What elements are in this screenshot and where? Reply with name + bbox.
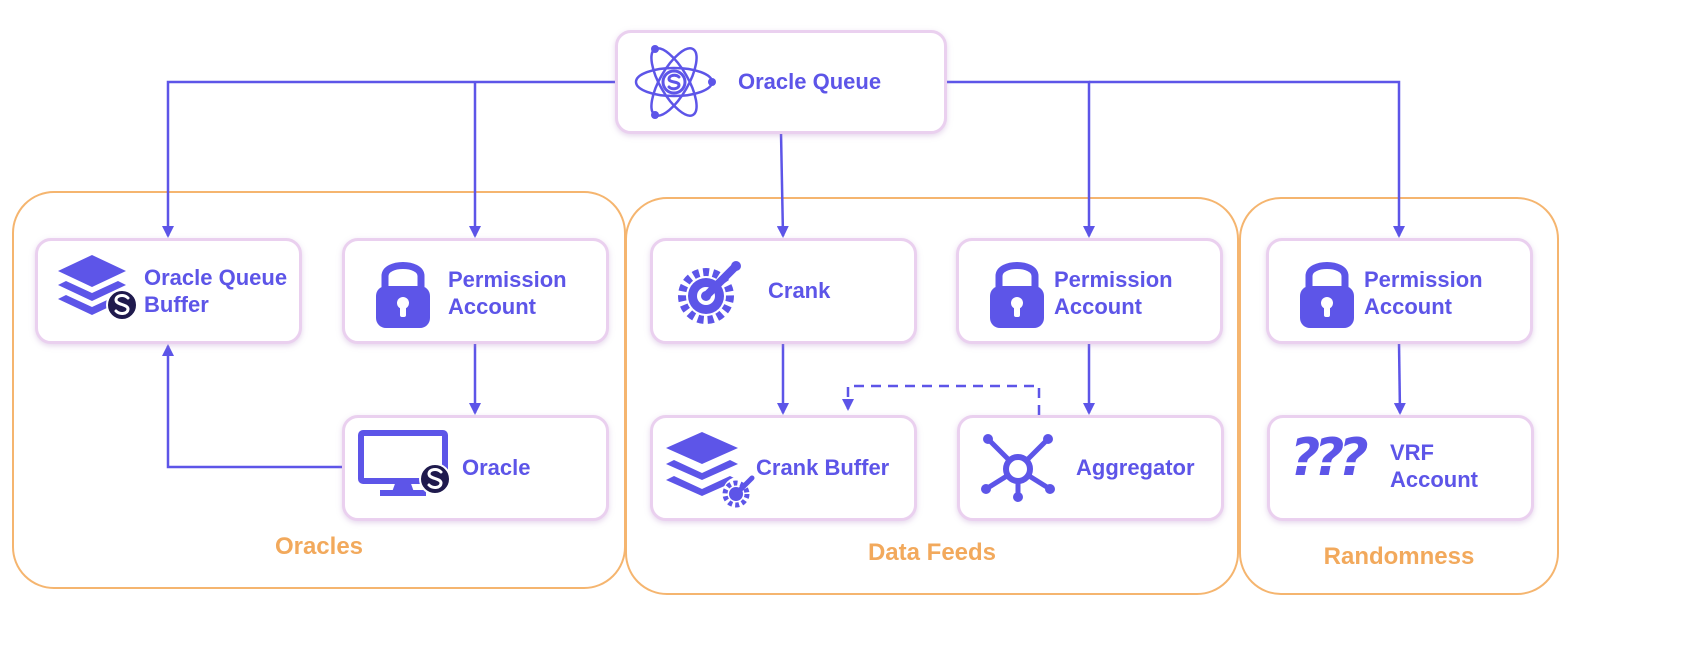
edge-aggregator-to-crank-buffer	[842, 384, 1041, 415]
permission-account-vrf-label-line2: Account	[1364, 294, 1452, 319]
crank-gear-icon	[722, 475, 755, 508]
oracle-queue-label: Oracle Queue	[738, 69, 882, 94]
lock-icon	[1300, 262, 1354, 328]
layers-icon	[58, 255, 138, 321]
layers-icon	[666, 432, 755, 508]
edge-queue-to-oracle-queue-buffer	[162, 80, 616, 238]
oracle-label: Oracle	[462, 455, 531, 480]
vrf-account-node[interactable]	[1267, 415, 1534, 521]
permission-account-oracles-label-line2: Account	[448, 294, 536, 319]
question-marks-icon: ???	[1290, 428, 1368, 488]
permission-account-vrf-label-line1: Permission	[1364, 267, 1483, 292]
edge-queue-to-permission-feeds	[946, 80, 1095, 238]
oracle-queue-buffer-label-line1: Oracle Queue	[144, 265, 288, 290]
lock-icon	[376, 262, 430, 328]
permission-account-oracles-label-line1: Permission	[448, 267, 567, 292]
edge-queue-to-permission-vrf	[1089, 80, 1405, 238]
vrf-account-label-line2: Account	[1390, 467, 1478, 492]
oracle-queue-buffer-node[interactable]	[35, 238, 302, 344]
monitor-icon	[358, 430, 451, 496]
crank-label: Crank	[768, 278, 831, 303]
aggregator-label: Aggregator	[1076, 455, 1195, 480]
oracle-queue-buffer-label-line2: Buffer	[144, 292, 209, 317]
crank-buffer-label: Crank Buffer	[756, 455, 890, 480]
edge-oracle-to-oracle-queue-buffer	[162, 344, 342, 469]
edge-permission-to-vrf	[1393, 342, 1406, 415]
edge-queue-to-crank	[776, 132, 789, 238]
crank-gear-icon	[678, 261, 741, 324]
randomness-group-label: Randomness	[1323, 543, 1475, 570]
atom-icon	[634, 45, 716, 119]
data-feeds-group-label: Data Feeds	[867, 539, 997, 566]
permission-account-feeds-label-line2: Account	[1054, 294, 1142, 319]
permission-account-feeds-label-line1: Permission	[1054, 267, 1173, 292]
oracles-group-label: Oracles	[274, 533, 364, 560]
aggregator-node[interactable]	[957, 415, 1224, 521]
network-icon	[981, 434, 1055, 502]
crank-buffer-node[interactable]	[650, 415, 917, 521]
switchboard-badge-icon	[106, 289, 138, 321]
lock-icon	[990, 262, 1044, 328]
vrf-account-label-line1: VRF	[1390, 440, 1434, 465]
data-feeds-group	[625, 197, 1239, 595]
switchboard-badge-icon	[419, 463, 451, 495]
